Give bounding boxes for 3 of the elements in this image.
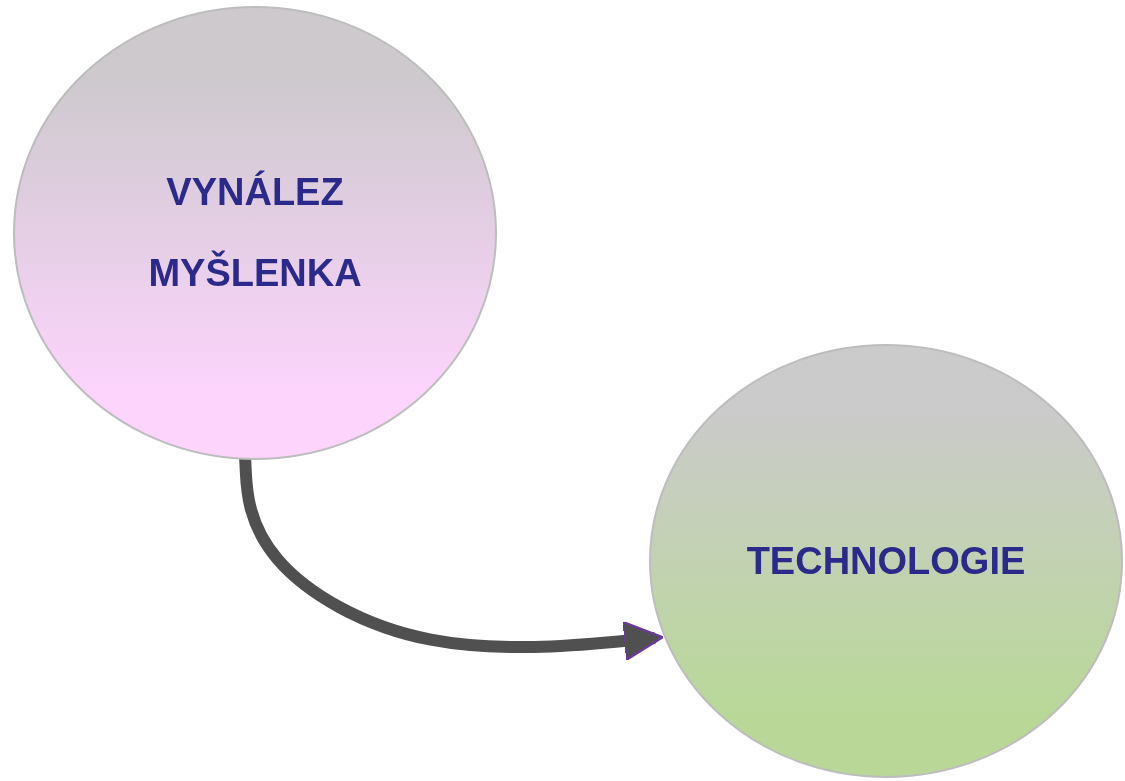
node-label: VYNÁLEZ [166,171,344,214]
node-label: MYŠLENKA [148,252,362,295]
node-label: TECHNOLOGIE [746,539,1026,583]
